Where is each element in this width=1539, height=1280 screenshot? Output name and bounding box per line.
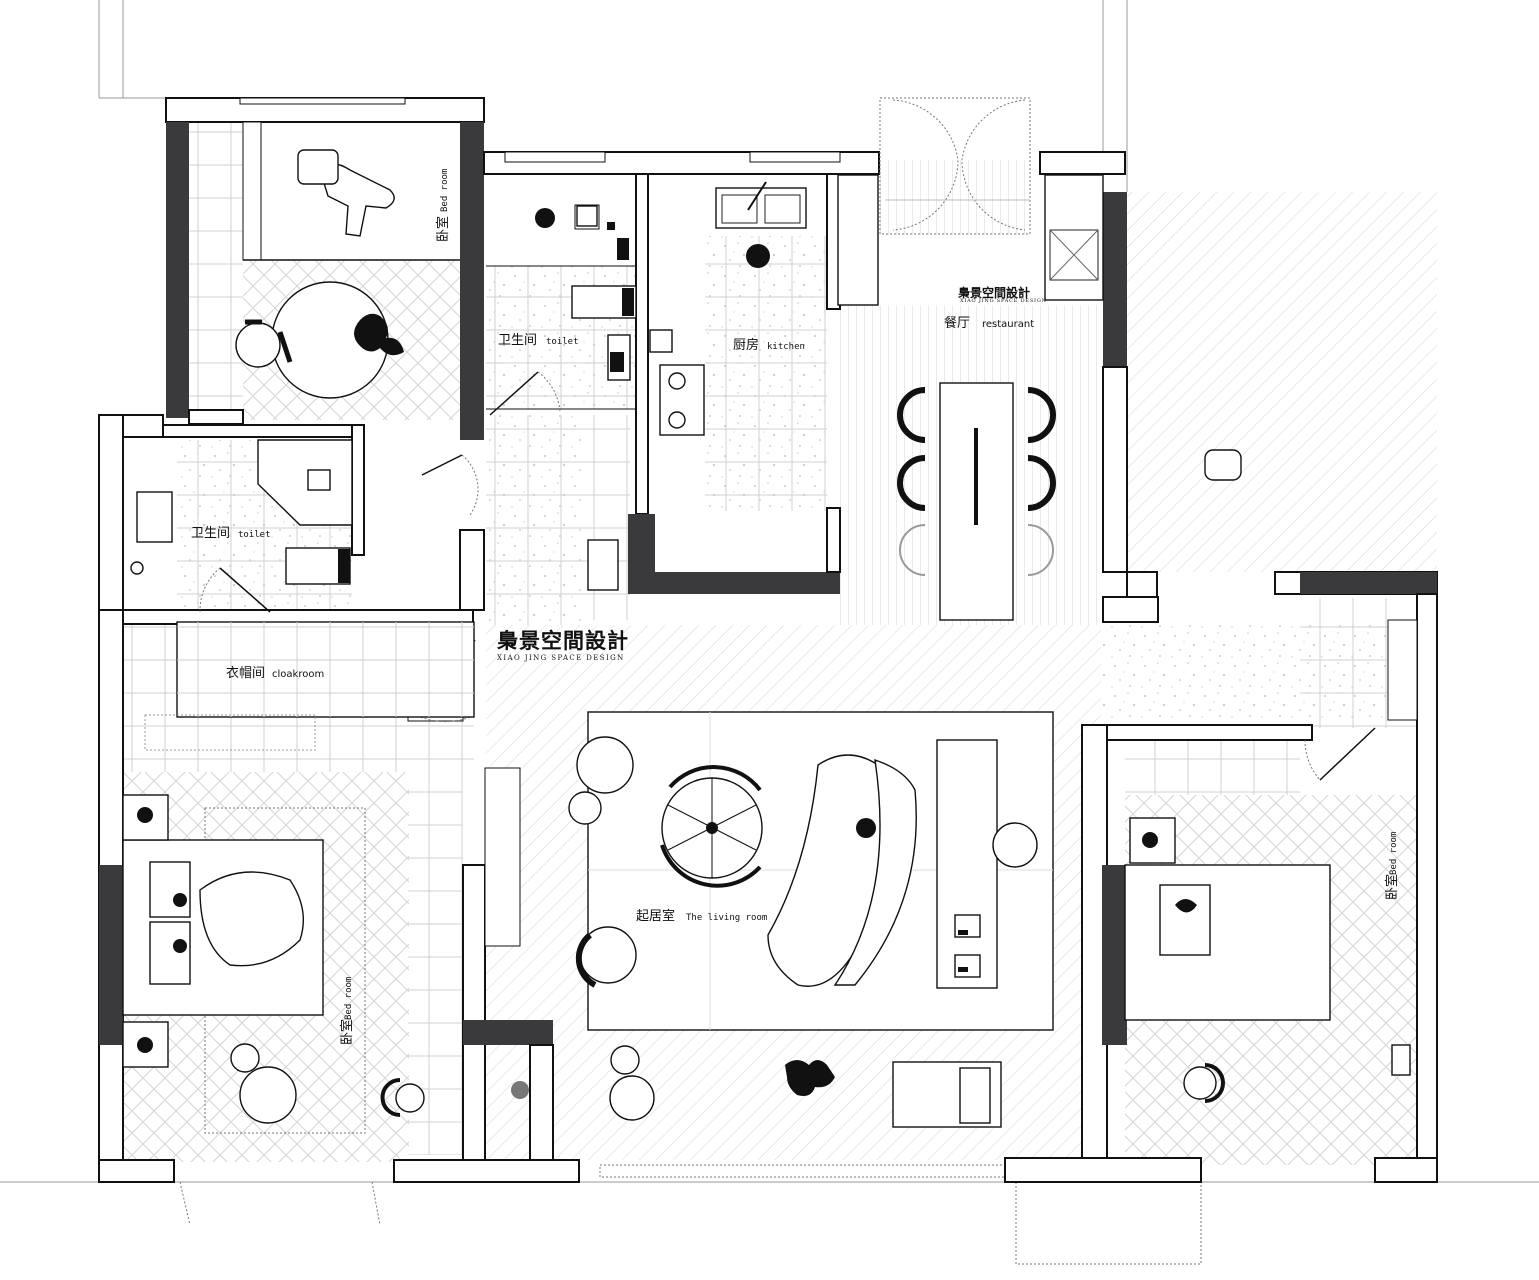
bedroom-top-label: 卧室 (435, 216, 451, 242)
cloakroom-label: 衣帽间 (226, 665, 265, 681)
brand-main-en: XIAO JING SPACE DESIGN (497, 654, 625, 662)
toilet-left-label-en: toilet (238, 530, 271, 540)
living-room-label-en: The living room (686, 913, 767, 923)
bedroom-top-label-en: Bed room (440, 169, 450, 212)
kitchen-label: 厨房 (733, 337, 759, 353)
room-labels: 卧室 Bed room 卫生间 toilet 厨房 kitchen 梟景空間設計… (191, 169, 1400, 1045)
bedroom-right-label-en: Bed room (1389, 832, 1399, 875)
toilet-top-label: 卫生间 (498, 333, 537, 348)
brand-main-cn: 梟景空間設計 (496, 628, 629, 653)
kitchen-label-en: kitchen (767, 342, 805, 352)
furniture (122, 149, 1411, 1134)
brand-small-en: XIAO JING SPACE DESIGN (960, 298, 1047, 304)
bedroom-right-label: 卧室 (1384, 874, 1400, 900)
walls (98, 97, 1438, 1183)
restaurant-label-en: restaurant (982, 319, 1034, 330)
living-room-label: 起居室 (636, 908, 675, 924)
bedroom-left-label-en: Bed room (344, 977, 354, 1020)
toilet-top-label-en: toilet (546, 337, 579, 347)
toilet-left-label: 卫生间 (191, 526, 230, 541)
cloakroom-label-en: cloakroom (272, 669, 324, 680)
bedroom-left-label: 卧室 (339, 1019, 355, 1045)
restaurant-label: 餐厅 (944, 315, 970, 331)
doors (179, 97, 1376, 1226)
brand-small-cn: 梟景空間設計 (957, 285, 1030, 300)
